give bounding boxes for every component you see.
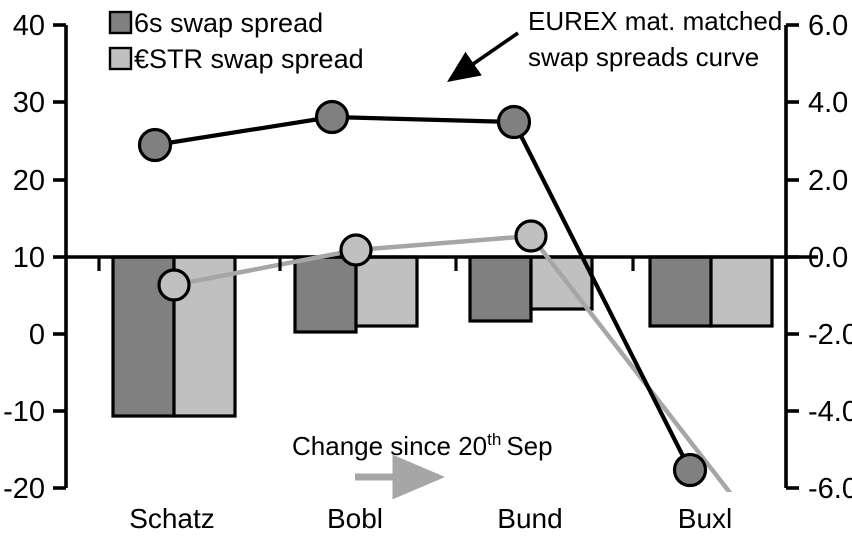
cat-label-buxl: Buxl <box>678 503 732 534</box>
left-tick-label-40: 40 <box>13 10 45 42</box>
bar-buxl-6s <box>648 255 713 328</box>
eurex-annotation-arrow-icon <box>447 31 520 83</box>
series-change-since-line <box>157 219 733 492</box>
right-tick-label-4: 4.0 <box>808 87 848 119</box>
left-tick-label-30: 30 <box>13 87 45 119</box>
left-axis: 40 30 20 10 0 -10 -20 <box>3 10 68 505</box>
change-since-suffix: Sep <box>506 431 552 461</box>
annotation-change-since: Change since 20th Sep <box>292 430 553 500</box>
bar-bobl-6s <box>293 255 358 334</box>
legend-item-estr[interactable]: €STR swap spread <box>108 44 364 74</box>
cat-label-bobl: Bobl <box>327 503 383 534</box>
eurex-annotation-line1: EUREX mat. matched <box>528 6 782 36</box>
eurex-marker-schatz <box>137 127 173 163</box>
legend-label-6s: 6s swap spread <box>134 8 323 38</box>
category-axis-ticks <box>97 257 635 271</box>
cat-label-schatz: Schatz <box>129 503 215 534</box>
right-tick-label-6: 6.0 <box>808 10 848 42</box>
eurex-annotation-line2: swap spreads curve <box>528 42 759 72</box>
left-tick-label-m10: -10 <box>3 396 45 428</box>
right-tick-label-0: 0.0 <box>808 242 848 274</box>
left-tick-label-m20: -20 <box>3 473 45 505</box>
right-tick-label-m2: -2.0 <box>808 319 852 351</box>
annotation-eurex-curve: EUREX mat. matched swap spreads curve <box>447 6 782 83</box>
bar-bund-6s <box>468 255 533 323</box>
left-tick-label-0: 0 <box>29 319 45 351</box>
legend-item-6s[interactable]: 6s swap spread <box>108 8 323 38</box>
series-eurex-curve <box>137 99 708 488</box>
change-since-marker-bund <box>514 219 548 253</box>
change-since-prefix: Change since 20 <box>292 431 487 461</box>
legend-label-estr: €STR swap spread <box>134 44 364 74</box>
left-tick-label-10: 10 <box>13 242 45 274</box>
eurex-marker-bobl <box>314 99 350 135</box>
right-tick-label-m4: -4.0 <box>808 396 852 428</box>
category-labels: Schatz Bobl Bund Buxl <box>129 503 732 534</box>
bar-bobl-estr <box>354 255 419 328</box>
cat-label-bund: Bund <box>497 503 562 534</box>
change-since-polyline <box>173 233 733 492</box>
eurex-marker-buxl <box>672 452 708 488</box>
change-since-superscript: th <box>487 430 501 449</box>
bar-buxl-estr <box>709 255 774 328</box>
right-tick-label-2: 2.0 <box>808 165 848 197</box>
right-axis: 6.0 4.0 2.0 0.0 -2.0 -4.0 -6.0 <box>784 10 852 505</box>
change-since-marker-bobl <box>339 233 373 267</box>
eurex-marker-bund <box>496 104 532 140</box>
change-since-label: Change since 20th Sep <box>292 430 553 461</box>
eurex-curve-polyline <box>154 114 692 471</box>
change-since-marker-schatz <box>157 268 191 302</box>
right-tick-label-m6: -6.0 <box>808 473 852 505</box>
legend-swatch-estr-icon <box>108 46 133 71</box>
legend-swatch-6s-icon <box>108 10 133 35</box>
chart-legend: 6s swap spread €STR swap spread <box>108 8 364 74</box>
left-tick-label-20: 20 <box>13 165 45 197</box>
